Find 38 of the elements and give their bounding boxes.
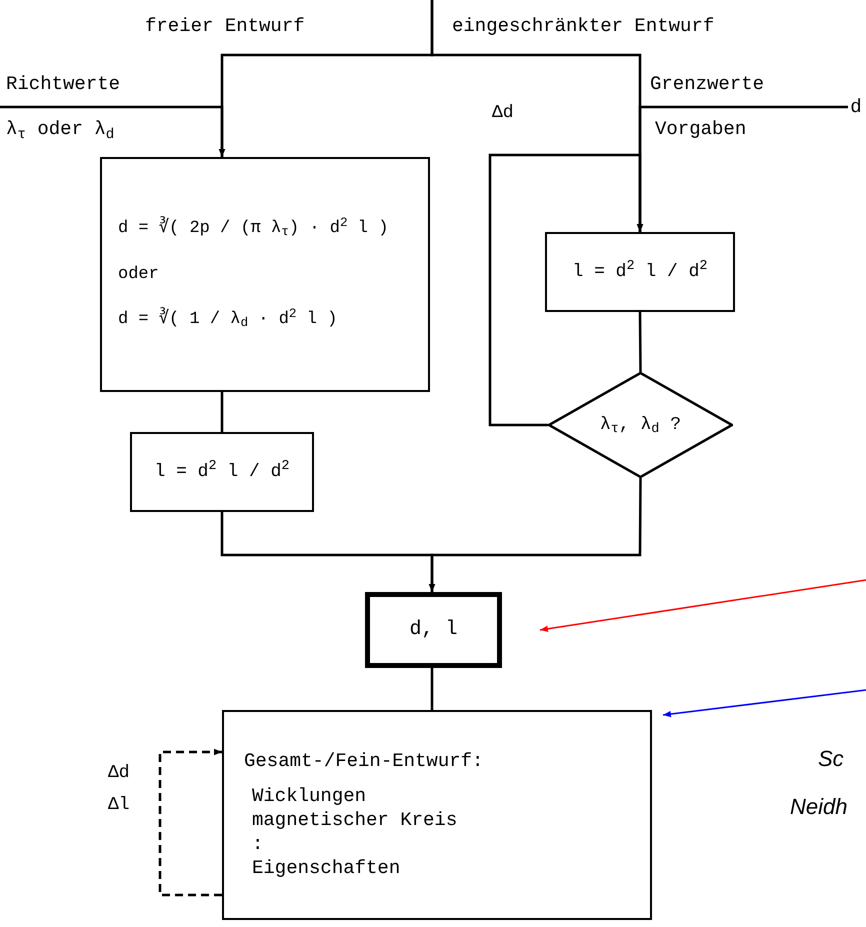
arrow bbox=[488, 154, 644, 426]
node-text: l = d$^{2}$ l / d$^{2}$ bbox=[572, 258, 708, 284]
note-text: Neidh bbox=[790, 793, 848, 821]
node-text: Wicklungen bbox=[251, 785, 366, 810]
node-text: : bbox=[251, 832, 264, 857]
loop-label: Δl bbox=[108, 794, 130, 817]
arrow bbox=[662, 689, 866, 718]
node-text: oder bbox=[118, 264, 159, 286]
result-box bbox=[365, 592, 502, 668]
input-label: Richtwerte bbox=[6, 72, 120, 97]
formula-box bbox=[130, 432, 314, 512]
node-text: d = ∛( 1 / λ$_{d}$ · d$^{2}$ l ) bbox=[118, 307, 338, 332]
input-label: Vorgaben bbox=[655, 117, 746, 142]
heading-text: Gesamt-/Fein-Entwurf: bbox=[244, 750, 484, 774]
arrow bbox=[0, 106, 226, 157]
design-box bbox=[222, 710, 652, 920]
input-label: Grenzwerte bbox=[650, 72, 764, 97]
node-text: Eigenschaften bbox=[251, 856, 400, 880]
arrow bbox=[428, 478, 642, 592]
connector-line bbox=[220, 392, 224, 432]
node-text: magnetischer Kreis bbox=[251, 809, 458, 833]
loop-label: Δd bbox=[108, 762, 130, 785]
input-label: d bbox=[848, 94, 864, 120]
connector-line bbox=[638, 312, 642, 372]
branch-label: freier Entwurf bbox=[145, 14, 305, 39]
formula-box bbox=[545, 232, 735, 312]
branch-label: eingeschränkter Entwurf bbox=[452, 14, 714, 39]
formula-box bbox=[100, 157, 430, 392]
node-text: l = d$^{2}$ l / d$^{2}$ bbox=[154, 458, 290, 484]
input-label: λ$_{τ}$ oder λ$_{d}$ bbox=[6, 117, 114, 144]
dashed-arrow bbox=[158, 748, 222, 896]
decision-diamond bbox=[548, 372, 733, 478]
note-text: Sc bbox=[818, 745, 844, 773]
connector-line bbox=[430, 668, 434, 710]
node-text: d, l bbox=[409, 617, 458, 643]
node-text: λ$_{τ}$, λ$_{d}$ ? bbox=[600, 414, 682, 438]
arrow bbox=[540, 579, 866, 632]
node-text: d = ∛( 2p / (π λ$_{τ}$) · d$^{2}$ l ) bbox=[118, 216, 388, 242]
